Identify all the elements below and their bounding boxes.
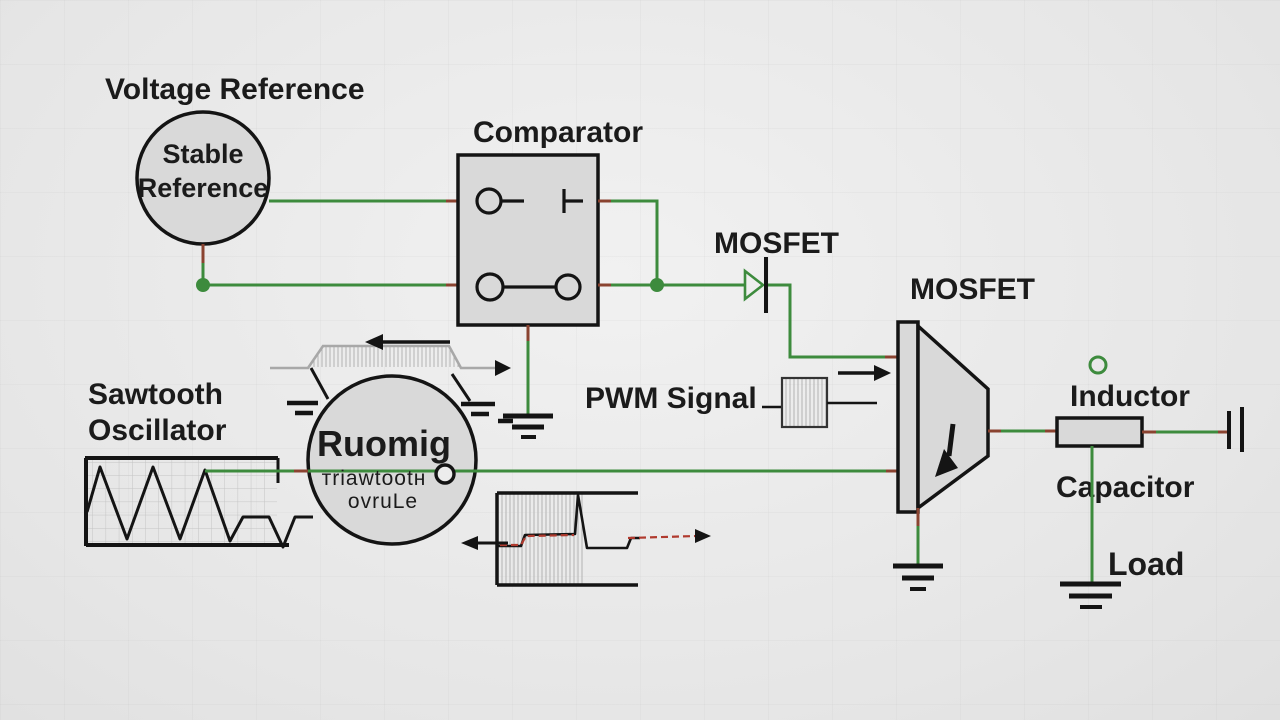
stable-reference-text-1: Stable (162, 139, 243, 169)
wire-diode-to-gate (768, 283, 885, 359)
arrow-right-icon (495, 360, 511, 376)
mosfet-body (916, 322, 990, 512)
arrow-left-icon (461, 536, 478, 550)
mosfet-arrow-icon (935, 449, 958, 477)
comparator-block: Comparator (456, 116, 745, 439)
mosfet-block: MOSFET (893, 273, 1045, 591)
load-label: Load (1108, 546, 1184, 582)
tilted-ground-right (450, 373, 513, 424)
oscillator-terminal-icon (434, 463, 456, 485)
sawtooth-label-1: Sawtooth (88, 378, 223, 411)
inductor-body (1055, 416, 1144, 448)
comparator-label: Comparator (473, 116, 643, 149)
oscillator-sub2: ovruLe (348, 490, 418, 513)
junction-dot-output (650, 278, 664, 292)
arrow-right-icon (695, 529, 711, 543)
oscillator-node (306, 374, 478, 546)
trapezoid-outline (270, 344, 497, 370)
trapezoid-waveform (270, 334, 513, 424)
comparator-box (456, 153, 600, 327)
arrow-to-gate-icon (874, 365, 891, 381)
mosfet-gate-bar (896, 320, 920, 514)
node-terminal-icon (1088, 355, 1108, 375)
pwm-pulse-icon (780, 376, 829, 429)
ground-symbol-comparator (503, 413, 553, 439)
voltage-reference-block: Voltage Reference Stable Reference (105, 73, 459, 292)
wire-comparator-out-top (611, 199, 659, 285)
mosfet-label: MOSFET (910, 273, 1035, 306)
ground-symbol-mosfet (893, 563, 943, 591)
oscillator-text: Ruomig тriawtootн ovruLe (317, 423, 451, 513)
output-filter-block: Inductor Capacitor Load (1045, 355, 1244, 609)
pwm-overlay-dashed (500, 533, 575, 547)
sawtooth-waveform (85, 465, 313, 549)
mosfet-diode-label: MOSFET (714, 227, 839, 260)
capacitor-label: Capacitor (1056, 471, 1195, 504)
inductor-label: Inductor (1070, 380, 1190, 413)
pwm-signal-block: PWM Signal (585, 365, 891, 429)
voltage-reference-label: Voltage Reference (105, 73, 365, 106)
ground-symbol-load (1060, 581, 1121, 609)
junction-dot-left (196, 278, 210, 292)
scope-hatch (498, 494, 584, 584)
diode-block: MOSFET (714, 227, 899, 359)
comparison-scope (461, 491, 711, 587)
sawtooth-oscillator-block: Sawtooth Oscillator (84, 378, 313, 549)
sawtooth-label-2: Oscillator (88, 414, 227, 447)
diode-icon (743, 268, 766, 302)
stable-reference-text-2: Reference (138, 173, 269, 203)
arrow-left-icon (365, 334, 383, 350)
oscillator-name: Ruomig (317, 423, 451, 464)
trapezoid-hatch (310, 347, 460, 367)
tilted-ground-left (287, 367, 330, 416)
oscillator-sub1: тriawtootн (322, 467, 427, 490)
pwm-signal-label: PWM Signal (585, 382, 757, 415)
